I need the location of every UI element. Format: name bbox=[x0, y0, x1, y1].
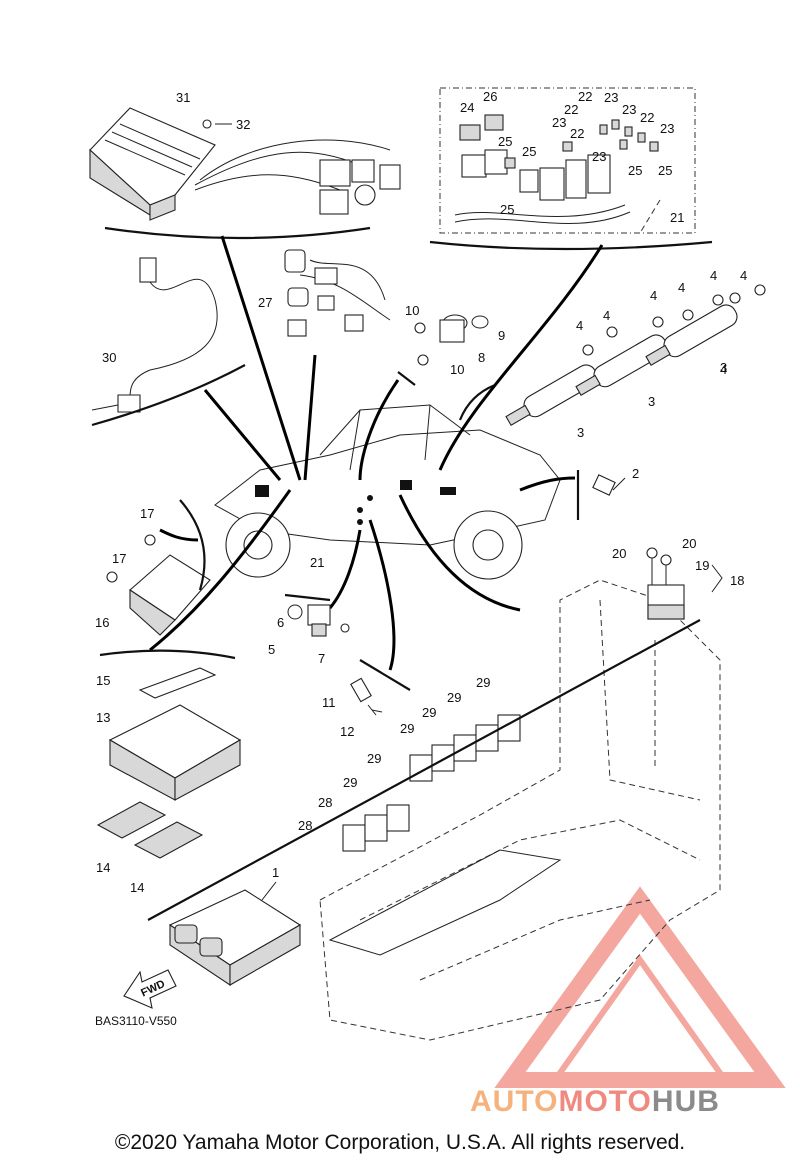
callout-4: 4 bbox=[678, 280, 685, 295]
callout-25: 25 bbox=[500, 202, 514, 217]
callout-22: 22 bbox=[570, 126, 584, 141]
callout-7: 7 bbox=[318, 651, 325, 666]
callout-4: 4 bbox=[650, 288, 657, 303]
watermark-logo: AUTOMOTOHUB bbox=[470, 1085, 720, 1119]
callout-30: 30 bbox=[102, 350, 116, 365]
sensor-11: 11 12 bbox=[322, 659, 411, 739]
watermark-auto: AUTO bbox=[470, 1085, 559, 1118]
callout-25: 25 bbox=[498, 134, 512, 149]
relays-28: 28 28 bbox=[298, 795, 410, 852]
callout-29: 29 bbox=[422, 705, 436, 720]
callout-25: 25 bbox=[658, 163, 672, 178]
callout-25: 25 bbox=[628, 163, 642, 178]
callout-23: 23 bbox=[604, 90, 618, 105]
callout-29: 29 bbox=[343, 775, 357, 790]
callout-8: 8 bbox=[478, 350, 485, 365]
callout-22: 22 bbox=[564, 102, 578, 117]
callout-1: 1 bbox=[272, 865, 279, 880]
callout-3: 3 bbox=[648, 394, 655, 409]
callout-20: 20 bbox=[682, 536, 696, 551]
callout-29: 29 bbox=[400, 721, 414, 736]
callout-22: 22 bbox=[578, 89, 592, 104]
callout-4: 4 bbox=[710, 268, 717, 283]
sensor-5: 6 5 7 bbox=[268, 593, 350, 666]
callout-23: 23 bbox=[592, 149, 606, 164]
callout-28: 28 bbox=[298, 818, 312, 833]
watermark-hub: HUB bbox=[651, 1085, 720, 1118]
callout-25: 25 bbox=[522, 144, 536, 159]
ecu-1: 1 bbox=[147, 619, 701, 987]
drawing-code: BAS3110-V550 bbox=[95, 1014, 177, 1028]
callout-29: 29 bbox=[367, 751, 381, 766]
callout-6: 6 bbox=[277, 615, 284, 630]
callout-5: 5 bbox=[268, 642, 275, 657]
callout-12: 12 bbox=[340, 724, 354, 739]
callout-16: 16 bbox=[95, 615, 109, 630]
callout-31: 31 bbox=[176, 90, 190, 105]
callout-2: 2 bbox=[632, 466, 639, 481]
callout-21: 21 bbox=[670, 210, 684, 225]
frame-outline bbox=[319, 579, 721, 1041]
vehicle-illustration: 21 bbox=[149, 235, 604, 671]
callout-23: 23 bbox=[552, 115, 566, 130]
callout-15: 15 bbox=[96, 673, 110, 688]
fwd-arrow: FWD bbox=[123, 969, 177, 1009]
relay-18: 20 20 19 18 bbox=[612, 536, 744, 620]
callout-4: 4 bbox=[740, 268, 747, 283]
connector-detail-frame: 24 26 25 25 25 25 25 22 22 22 22 23 23 2… bbox=[439, 87, 696, 234]
callout-17: 17 bbox=[140, 506, 154, 521]
callout-14: 14 bbox=[130, 880, 144, 895]
callout-23: 23 bbox=[622, 102, 636, 117]
callout-32: 32 bbox=[236, 117, 250, 132]
battery-group: 15 13 14 14 bbox=[96, 649, 242, 895]
callout-11: 11 bbox=[322, 695, 336, 710]
callout-23: 23 bbox=[660, 121, 674, 136]
callout-3: 3 bbox=[577, 425, 584, 440]
callout-17: 17 bbox=[112, 551, 126, 566]
callout-20: 20 bbox=[612, 546, 626, 561]
harness-connectors: 27 bbox=[258, 249, 391, 337]
callout-4: 4 bbox=[603, 308, 610, 323]
callout-21: 21 bbox=[310, 555, 324, 570]
callout-29: 29 bbox=[476, 675, 490, 690]
callout-24: 24 bbox=[460, 100, 474, 115]
relay-16: 17 17 16 bbox=[95, 499, 211, 636]
sensor-30: 30 bbox=[91, 257, 246, 427]
callout-22: 22 bbox=[640, 110, 654, 125]
sensor-8: 10 10 8 9 bbox=[397, 303, 505, 386]
callout-28: 28 bbox=[318, 795, 332, 810]
copyright-notice: ©2020 Yamaha Motor Corporation, U.S.A. A… bbox=[114, 1131, 686, 1154]
callout-10: 10 bbox=[450, 362, 464, 377]
callout-4: 4 bbox=[576, 318, 583, 333]
callout-29: 29 bbox=[447, 690, 461, 705]
callout-14: 14 bbox=[96, 860, 110, 875]
watermark-moto: MOTO bbox=[558, 1085, 652, 1118]
fuel-injectors: 4 4 4 4 4 4 4 3 3 3 bbox=[458, 268, 766, 440]
callout-10: 10 bbox=[405, 303, 419, 318]
callout-27: 27 bbox=[258, 295, 272, 310]
callout-13: 13 bbox=[96, 710, 110, 725]
parts-diagram: 24 26 25 25 25 25 25 22 22 22 22 23 23 2… bbox=[89, 87, 786, 1088]
callout-18: 18 bbox=[730, 573, 744, 588]
callout-3: 3 bbox=[720, 360, 727, 375]
callout-19: 19 bbox=[695, 558, 709, 573]
callout-9: 9 bbox=[498, 328, 505, 343]
watermark-logo-triangles bbox=[494, 886, 786, 1088]
callout-4: 4 bbox=[720, 362, 727, 377]
sensor-2: 2 bbox=[576, 466, 639, 520]
callout-26: 26 bbox=[483, 89, 497, 104]
ecu-assembly: 31 32 bbox=[89, 90, 401, 240]
